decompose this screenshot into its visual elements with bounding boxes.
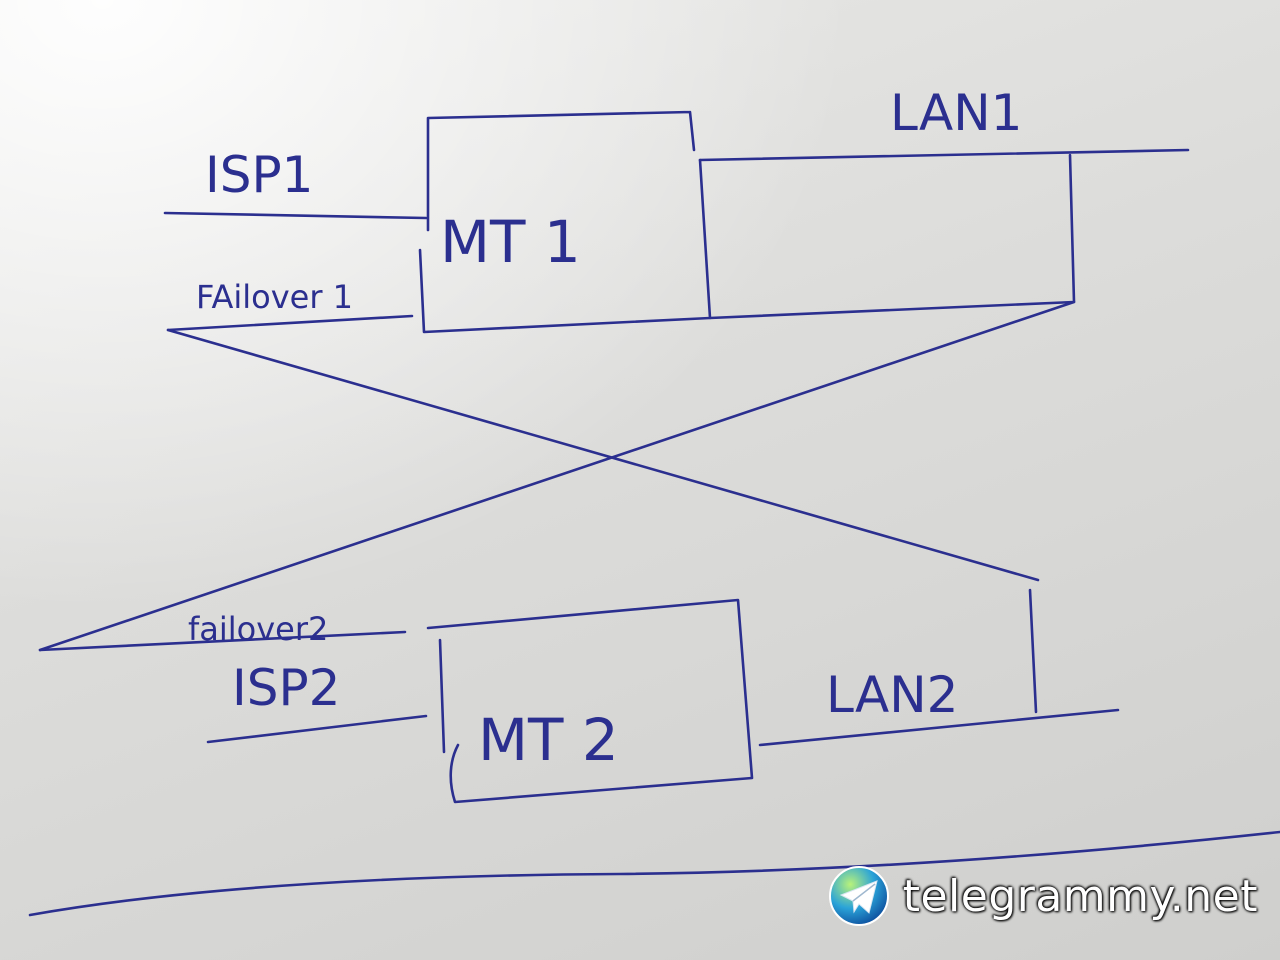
isp1-label: ISP1 [205, 146, 313, 204]
lan2-link: LAN2 [758, 588, 1120, 747]
failover1-link: FAilover 1 [166, 278, 414, 332]
lan1-label: LAN1 [890, 84, 1022, 142]
lan2-line [758, 708, 1120, 747]
cross-link-failover1-to-lan2 [166, 328, 1040, 582]
failover2-link: failover2 [38, 610, 407, 652]
watermark: telegrammy.net [827, 864, 1258, 928]
isp2-link: ISP2 [206, 659, 428, 744]
mt2-router-node: MT 2 [426, 598, 754, 804]
lan1-line [698, 148, 1190, 162]
mt2-label: MT 2 [478, 706, 619, 774]
failover1-line [166, 314, 414, 332]
mt1-label: MT 1 [440, 208, 581, 276]
page-bottom-line [28, 830, 1280, 917]
isp1-link: ISP1 [163, 146, 428, 220]
isp1-line [163, 211, 428, 220]
mt1-box [418, 110, 712, 334]
cross-link-lan1-to-failover2 [38, 300, 1076, 652]
lan2-riser-line [1028, 588, 1038, 714]
mt2-box [426, 598, 754, 804]
isp2-line [206, 714, 428, 744]
failover1-label: FAilover 1 [196, 278, 353, 316]
failover2-line [38, 630, 407, 652]
globe-paper-plane-icon [828, 866, 889, 926]
isp2-label: ISP2 [232, 659, 340, 717]
lan2-label: LAN2 [826, 666, 958, 724]
lan1-link: LAN1 [698, 84, 1190, 320]
mt1-router-node: MT 1 [418, 110, 712, 334]
lan1-drop-line [708, 153, 1076, 320]
watermark-text: telegrammy.net [902, 870, 1258, 922]
